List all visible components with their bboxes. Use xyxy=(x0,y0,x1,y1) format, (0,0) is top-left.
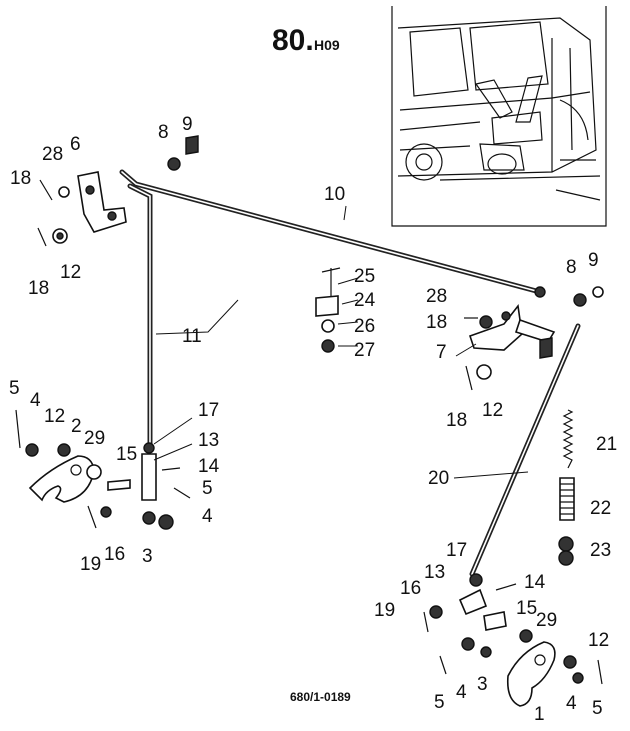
mount-parts-center xyxy=(315,267,341,353)
diagonal-rod-right xyxy=(469,323,581,577)
callout-5: 5 xyxy=(434,692,445,713)
callout-14: 14 xyxy=(198,456,220,477)
truck-cab-sketch xyxy=(397,17,601,201)
callout-19: 19 xyxy=(80,554,101,575)
callout-19: 19 xyxy=(374,600,395,621)
callout-21: 21 xyxy=(596,434,617,455)
callout-22: 22 xyxy=(590,498,611,519)
callout-12: 12 xyxy=(588,630,609,651)
callout-10: 10 xyxy=(324,184,345,205)
callout-8: 8 xyxy=(158,122,169,143)
callout-13: 13 xyxy=(424,562,445,583)
callout-15: 15 xyxy=(516,598,537,619)
callout-4: 4 xyxy=(566,693,577,714)
callout-27: 27 xyxy=(354,340,375,361)
callout-5: 5 xyxy=(202,478,213,499)
spring-assembly xyxy=(558,409,575,566)
drawing-reference: 680/1-0189 xyxy=(290,690,351,704)
callout-29: 29 xyxy=(536,610,557,631)
callout-12: 12 xyxy=(482,400,503,421)
callout-28: 28 xyxy=(426,286,447,307)
callout-26: 26 xyxy=(354,316,375,337)
callout-9: 9 xyxy=(182,114,193,135)
callout-24: 24 xyxy=(354,290,376,311)
callout-15: 15 xyxy=(116,444,137,465)
callout-1: 1 xyxy=(534,704,545,725)
truck-inset xyxy=(391,6,607,227)
callout-12: 12 xyxy=(60,262,81,283)
callout-3: 3 xyxy=(142,546,153,567)
callout-17: 17 xyxy=(198,400,219,421)
callout-23: 23 xyxy=(590,540,611,561)
bracket-upper-right xyxy=(464,286,604,391)
leader-lines xyxy=(153,205,529,479)
bracket-upper-left xyxy=(37,135,199,247)
callout-4: 4 xyxy=(202,506,213,527)
vertical-rod-left xyxy=(127,183,153,453)
callout-7: 7 xyxy=(436,342,447,363)
callout-11: 11 xyxy=(182,326,202,347)
callout-labels: 1 2 3 3 4 4 4 4 5 5 5 5 6 7 8 8 9 9 10 1… xyxy=(9,114,617,725)
diagram-number: 80. xyxy=(272,24,314,57)
callout-8: 8 xyxy=(566,257,577,278)
callout-4: 4 xyxy=(456,682,467,703)
callout-5: 5 xyxy=(592,698,603,719)
callout-28: 28 xyxy=(42,144,63,165)
callout-18: 18 xyxy=(10,168,31,189)
callout-16: 16 xyxy=(400,578,421,599)
cross-rod xyxy=(119,169,543,295)
callout-13: 13 xyxy=(198,430,219,451)
callout-2: 2 xyxy=(71,416,82,437)
callout-18: 18 xyxy=(28,278,49,299)
callout-25: 25 xyxy=(354,266,375,287)
callout-16: 16 xyxy=(104,544,125,565)
callout-6: 6 xyxy=(70,134,81,155)
callout-29: 29 xyxy=(84,428,105,449)
callout-5: 5 xyxy=(9,378,20,399)
callout-9: 9 xyxy=(588,250,599,271)
diagram-suffix: H09 xyxy=(314,37,340,53)
callout-4: 4 xyxy=(30,390,41,411)
callout-3: 3 xyxy=(477,674,488,695)
lever-lower-left xyxy=(15,409,191,530)
callout-20: 20 xyxy=(428,468,449,489)
callout-18: 18 xyxy=(426,312,447,333)
callout-17: 17 xyxy=(446,540,467,561)
callout-12: 12 xyxy=(44,406,65,427)
callout-14: 14 xyxy=(524,572,546,593)
lever-lower-right xyxy=(423,573,603,707)
callout-18: 18 xyxy=(446,410,467,431)
